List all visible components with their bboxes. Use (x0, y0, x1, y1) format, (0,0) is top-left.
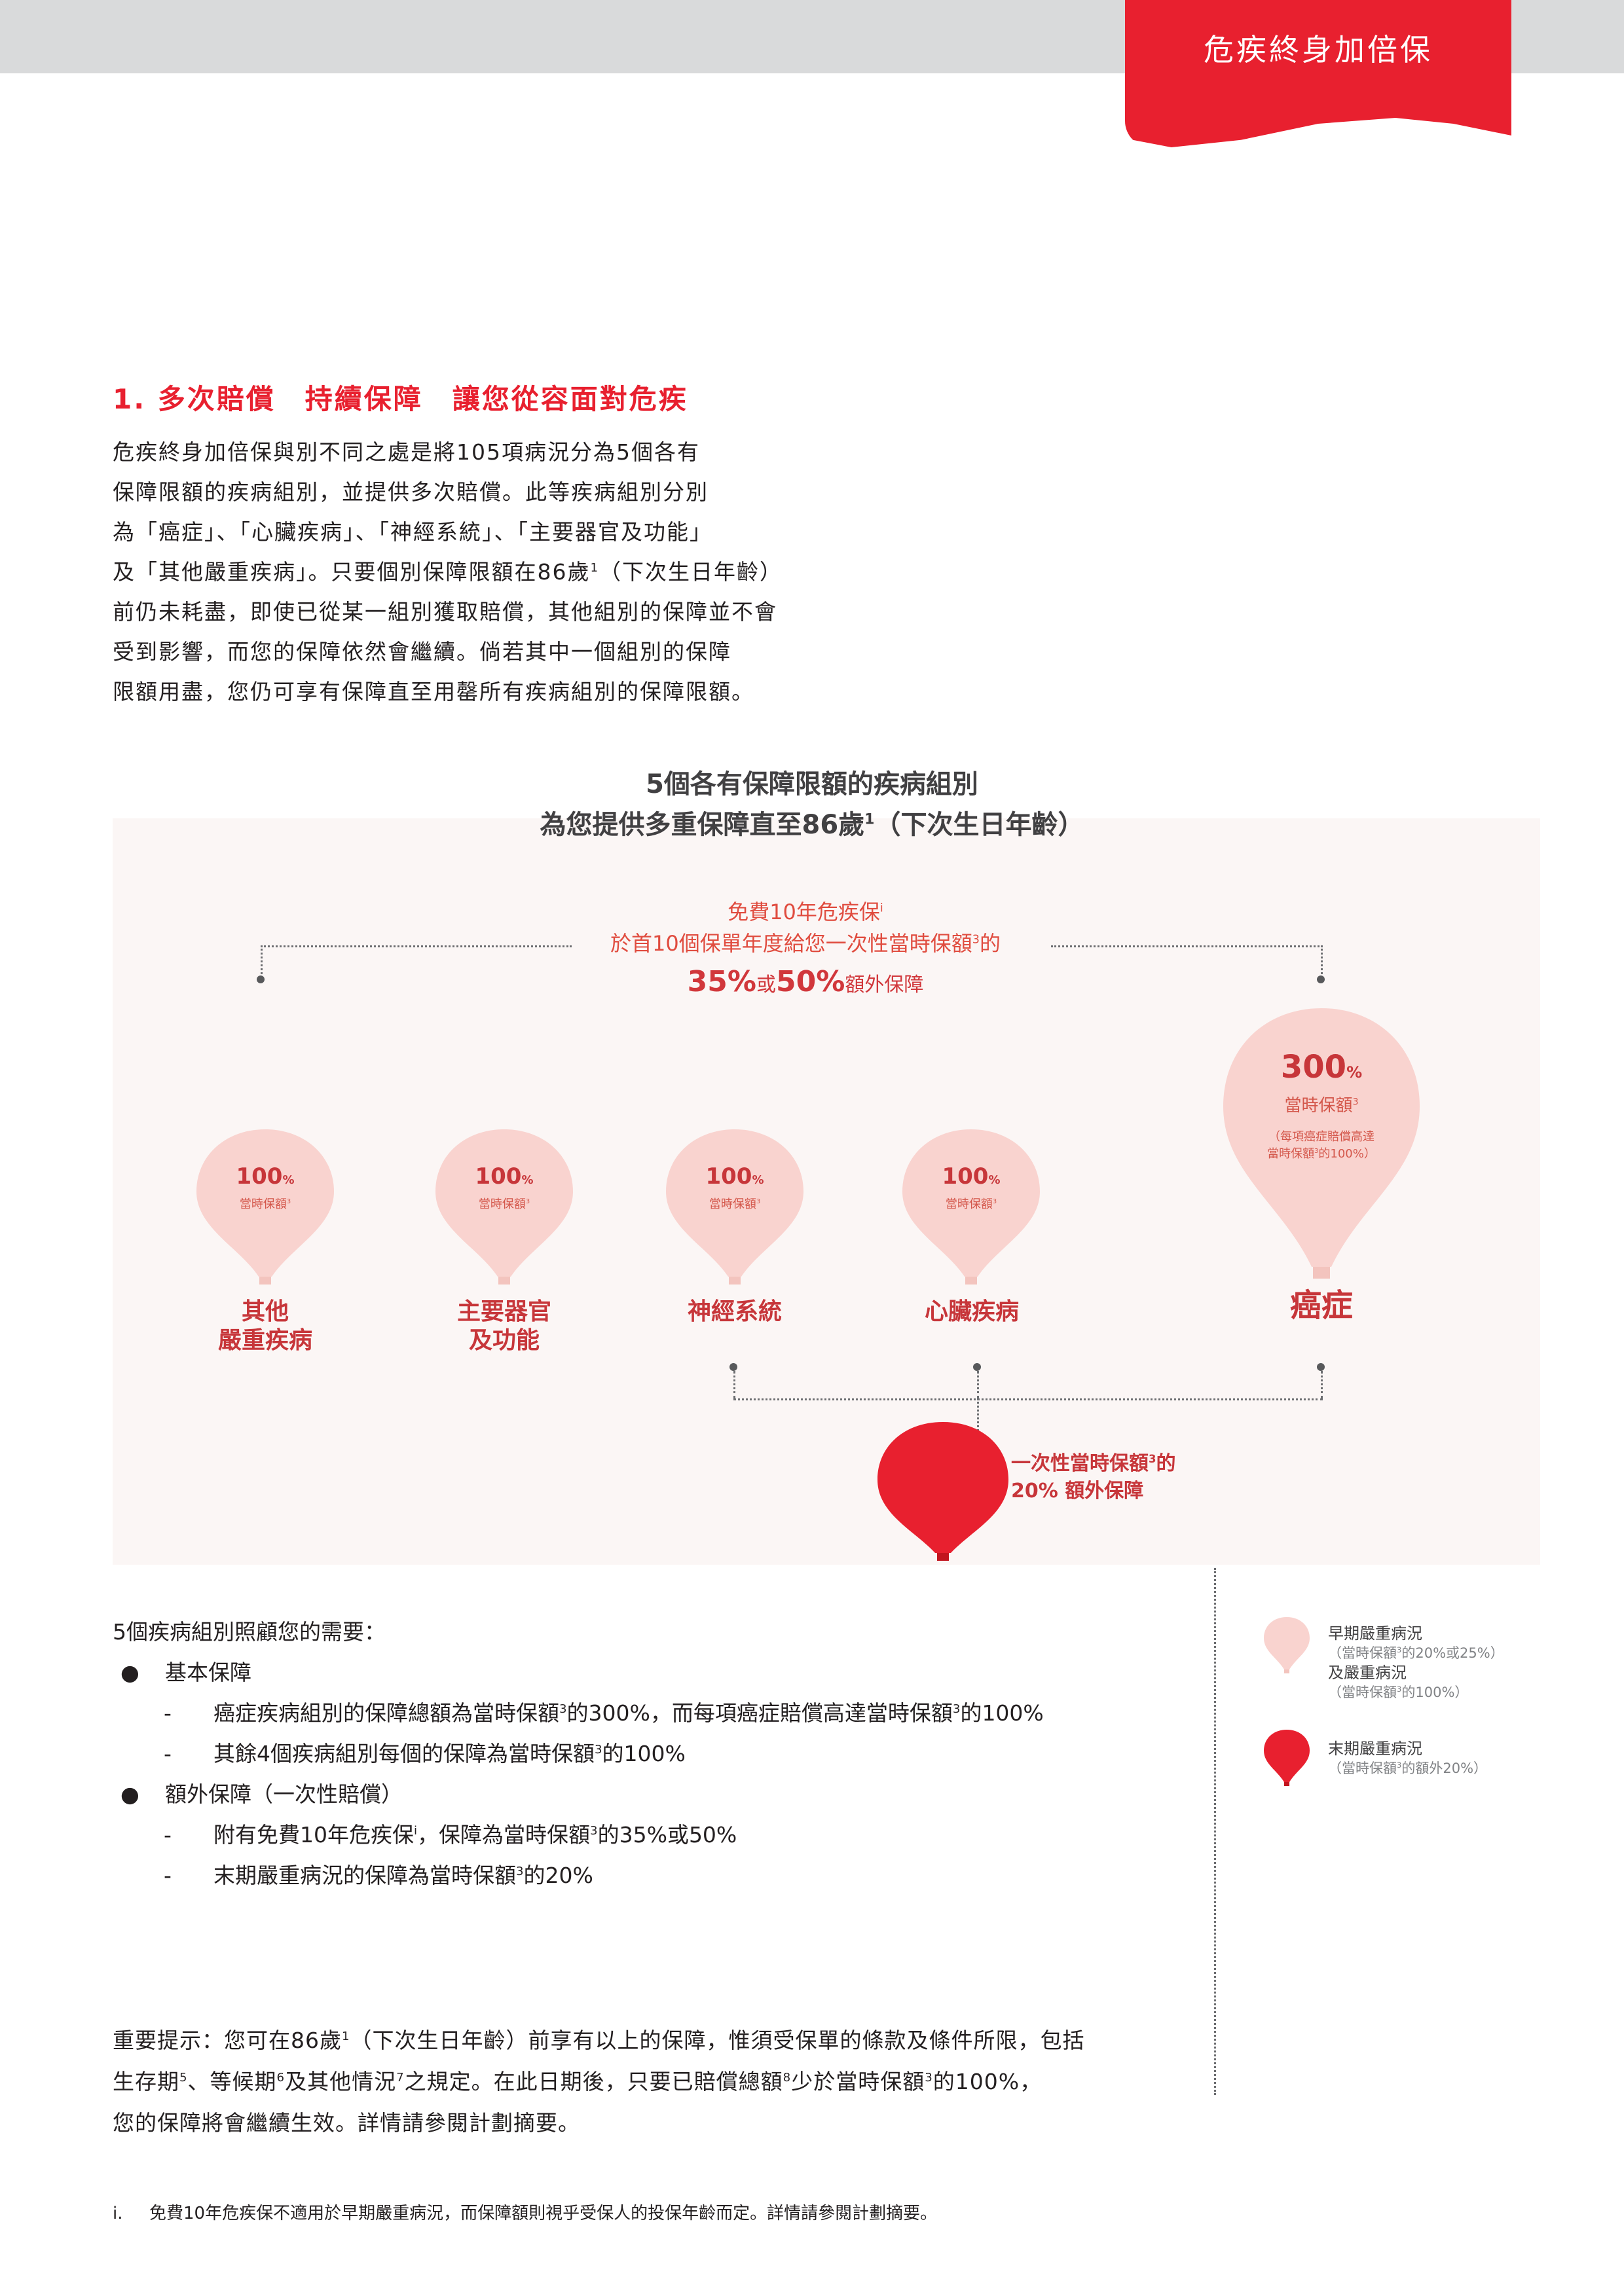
bracket-bottom-leg (1321, 1371, 1323, 1398)
legend-dark-balloon-icon (1264, 1730, 1310, 1786)
bracket-left-dot (257, 975, 265, 983)
intro-line: 受到影響，而您的保障依然會繼續。倘若其中一個組別的保障 (113, 639, 731, 665)
balloon-nervous-system: 100% 當時保額3 (666, 1129, 803, 1286)
bracket-bottom-dot (1317, 1363, 1325, 1371)
bracket-bottom-connector (977, 1398, 979, 1431)
balloon-icon (666, 1129, 803, 1285)
bracket-bottom-line (733, 1398, 1323, 1400)
list-item: ●額外保障（一次性賠償） (120, 1781, 403, 1807)
product-name: 危疾終身加倍保 (1204, 32, 1433, 67)
group-name-other-serious: 其他嚴重疾病 (217, 1298, 312, 1354)
legend-dark-label: 末期嚴重病況 （當時保額3的額外20%） (1328, 1740, 1488, 1776)
group-name-major-organs: 主要器官及功能 (456, 1298, 551, 1354)
balloon-major-organs: 100% 當時保額3 (435, 1129, 573, 1286)
list-item: -末期嚴重病況的保障為當時保額3的20% (164, 1863, 593, 1888)
needs-list: 5個疾病組別照顧您的需要： ●基本保障 -癌症疾病組別的保障總額為當時保額3的3… (113, 1612, 1193, 1896)
bracket-bottom-leg (733, 1371, 735, 1398)
intro-line: 前仍未耗盡，即使已從某一組別獲取賠償，其他組別的保障並不會 (113, 599, 777, 625)
balloon-terminal-extra (877, 1422, 1008, 1563)
bonus-line2: 於首10個保單年度給您一次性當時保額3的 (610, 931, 1001, 956)
diagram-title-line1: 5個各有保障限額的疾病組別 (646, 769, 978, 799)
bonus-line3: 35%或50%額外保障 (687, 965, 924, 998)
balloon-cancer: 300% 當時保額3 （每項癌症賠償高達 當時保額3的100%） (1223, 1008, 1420, 1283)
intro-line: 保障限額的疾病組別，並提供多次賠償。此等疾病組別分別 (113, 479, 709, 505)
bonus-line1: 免費10年危疾保i (728, 900, 883, 924)
intro-line: 及「其他嚴重疾病」。只要個別保障限額在86歲1（下次生日年齡） (113, 559, 783, 585)
bracket-bottom-dot (973, 1363, 981, 1371)
balloon-other-serious: 100% 當時保額3 (196, 1129, 334, 1286)
product-name-tab: 危疾終身加倍保 (1125, 0, 1511, 147)
bracket-right-dot (1317, 975, 1325, 983)
balloon-icon (902, 1129, 1040, 1285)
legend-light-label: 早期嚴重病況 （當時保額3的20%或25%） 及嚴重病況 （當時保額3的100%… (1328, 1624, 1504, 1700)
intro-line: 危疾終身加倍保與別不同之處是將105項病況分為5個各有 (113, 439, 700, 465)
group-name-heart-disease: 心臟疾病 (924, 1298, 1019, 1325)
intro-line: 為「癌症」、「心臟疾病」、「神經系統」、「主要器官及功能」 (113, 519, 712, 545)
bracket-top-left (261, 945, 572, 947)
list-item: -癌症疾病組別的保障總額為當時保額3的300%，而每項癌症賠償高達當時保額3的1… (164, 1700, 1044, 1726)
legend-divider (1214, 1568, 1216, 2095)
section-title: 1. 多次賠償 持續保障 讓您從容面對危疾 (113, 383, 688, 415)
balloon-icon (196, 1129, 334, 1285)
balloon-icon (435, 1129, 573, 1285)
bracket-left-leg (261, 945, 263, 978)
extra-protection-text: 一次性當時保額3的 20% 額外保障 (1011, 1452, 1176, 1503)
list-item: ●基本保障 (120, 1660, 251, 1685)
group-name-cancer: 癌症 (1289, 1287, 1353, 1324)
balloon-icon (877, 1422, 1008, 1561)
balloon-icon (1223, 1008, 1420, 1279)
diagram-title-line2: 為您提供多重保障直至86歲1（下次生日年齡） (540, 810, 1084, 840)
needs-heading: 5個疾病組別照顧您的需要： (113, 1619, 386, 1645)
list-item: -附有免費10年危疾保i，保障為當時保額3的35%或50% (164, 1822, 737, 1848)
footnote: i.免費10年危疾保不適用於早期嚴重病況，而保障額則視乎受保人的投保年齡而定。詳… (113, 2204, 938, 2223)
bracket-bottom-leg (977, 1371, 979, 1398)
legend-light-balloon-icon (1264, 1617, 1310, 1673)
bracket-bottom-dot (729, 1363, 737, 1371)
intro-paragraph: 危疾終身加倍保與別不同之處是將105項病況分為5個各有 保障限額的疾病組別，並提… (113, 432, 794, 712)
list-item: -其餘4個疾病組別每個的保障為當時保額3的100% (164, 1741, 686, 1766)
bracket-top-right (1051, 945, 1323, 947)
important-notice: 重要提示：您可在86歲1（下次生日年齡）前享有以上的保障，惟須受保單的條款及條件… (113, 2028, 1085, 2136)
group-name-nervous-system: 神經系統 (687, 1298, 782, 1325)
intro-line: 限額用盡，您仍可享有保障直至用罄所有疾病組別的保障限額。 (113, 679, 754, 704)
balloon-heart-disease: 100% 當時保額3 (902, 1129, 1040, 1286)
bracket-right-leg (1321, 945, 1323, 978)
